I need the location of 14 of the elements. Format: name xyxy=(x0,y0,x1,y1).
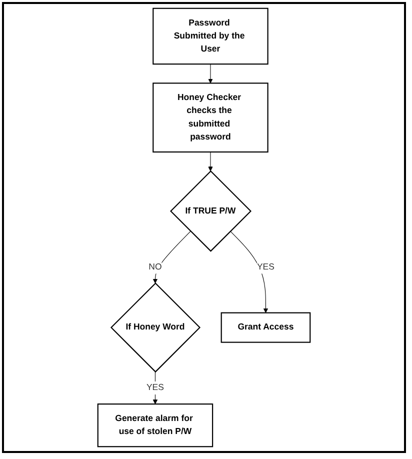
node-box: Password Submitted by the User xyxy=(152,8,268,65)
edge-label: NO xyxy=(148,262,162,272)
node-box: Honey Checker checks the submitted password xyxy=(152,82,268,153)
node-diamond: If TRUE P/W xyxy=(170,170,252,252)
arrow xyxy=(152,372,158,404)
arrow xyxy=(152,230,191,284)
arrow xyxy=(208,152,213,172)
arrow xyxy=(208,64,213,84)
edge-label: YES xyxy=(146,383,164,392)
arrow xyxy=(230,230,268,314)
node-box: Generate alarm for use of stolen P/W xyxy=(97,404,214,448)
edge-label: YES xyxy=(256,262,274,272)
node-box: Grant Access xyxy=(220,312,311,343)
node-diamond: If Honey Word xyxy=(110,282,201,373)
